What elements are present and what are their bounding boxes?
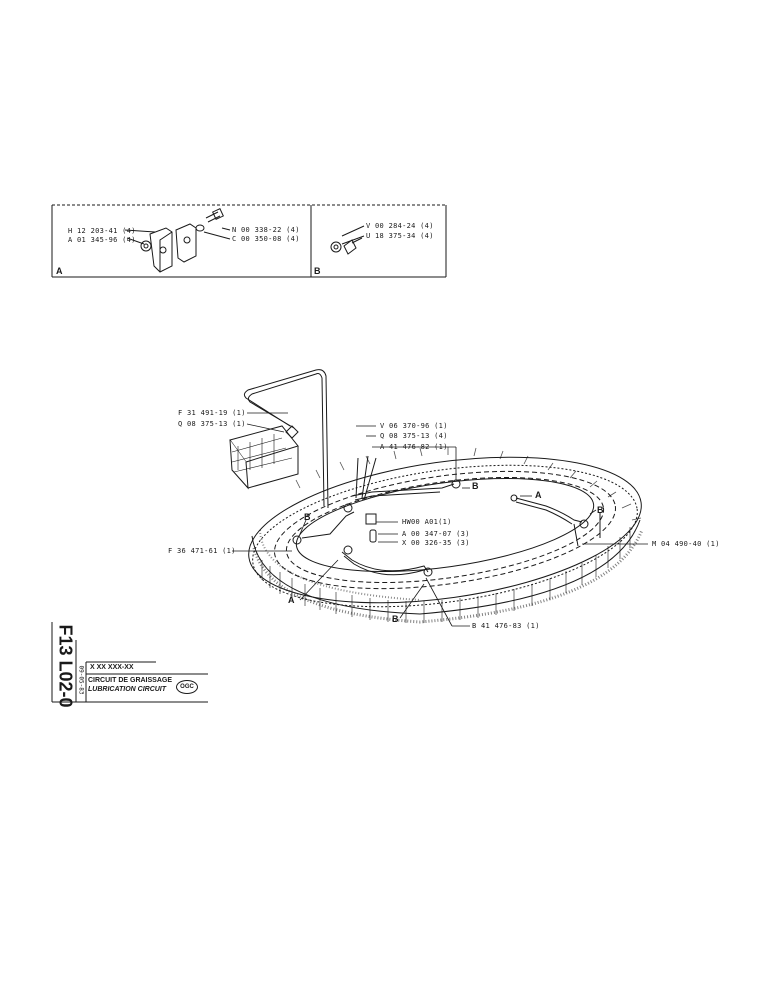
callout-b-right: B — [597, 505, 604, 515]
callout-b-left: B — [304, 512, 311, 522]
detail-a-parts — [124, 208, 231, 273]
part-label-b41476: B 41 476-83 (1) — [472, 622, 540, 630]
part-label-q08375-4: Q 08 375-13 (4) — [380, 432, 448, 440]
lubrication-pipes — [243, 369, 601, 577]
part-label-f36471: F 36 471-61 (1) — [168, 547, 236, 555]
leader-lines — [232, 412, 648, 627]
detail-b-section-label: B — [314, 266, 321, 276]
callout-a-top: A — [535, 490, 542, 500]
part-label-a01345: A 01 345-96 (4) — [68, 236, 136, 244]
part-label-m04490: M 04 490-40 (1) — [652, 540, 720, 548]
part-label-hw00: HW00 A01(1) — [402, 518, 452, 526]
part-label-x00326: X 00 326-35 (3) — [402, 539, 470, 547]
part-label-f31491: F 31 491-19 (1) — [178, 409, 246, 417]
callout-b-bottom: B — [392, 614, 399, 624]
detail-b-parts — [330, 225, 365, 255]
part-label-v00284: V 00 284-24 (4) — [366, 222, 434, 230]
drawing-date: 09-05-83 — [77, 665, 85, 695]
part-label-n00338: N 00 338-22 (4) — [232, 226, 300, 234]
part-label-a00347: A 00 347-07 (3) — [402, 530, 470, 538]
title-english: LUBRICATION CIRCUIT — [88, 686, 167, 693]
detail-frames — [51, 204, 447, 278]
part-label-q08375-1: Q 08 375-13 (1) — [178, 420, 246, 428]
drawing-code: F13 L02-0 — [55, 624, 76, 708]
ring-gear — [248, 456, 644, 624]
detail-a-section-label: A — [56, 266, 63, 276]
callout-b-top: B — [472, 481, 479, 491]
callout-a-left: A — [288, 595, 295, 605]
part-label-a41476: A 41 476-82 (1) — [380, 443, 448, 451]
part-label-h12203: H 12 203-41 (4) — [68, 227, 136, 235]
title-french: CIRCUIT DE GRAISSAGE — [88, 677, 173, 684]
lubrication-block — [229, 425, 299, 490]
gear-teeth — [261, 447, 642, 623]
part-label-u18375: U 18 375-34 (4) — [366, 232, 434, 240]
part-label-c00350: C 00 350-08 (4) — [232, 235, 300, 243]
drawing-ref: X XX XXX-XX — [90, 664, 134, 671]
part-label-v06370: V 06 370-96 (1) — [380, 422, 448, 430]
ogc-badge: OGC — [176, 680, 198, 694]
title-block-frame — [51, 622, 208, 703]
